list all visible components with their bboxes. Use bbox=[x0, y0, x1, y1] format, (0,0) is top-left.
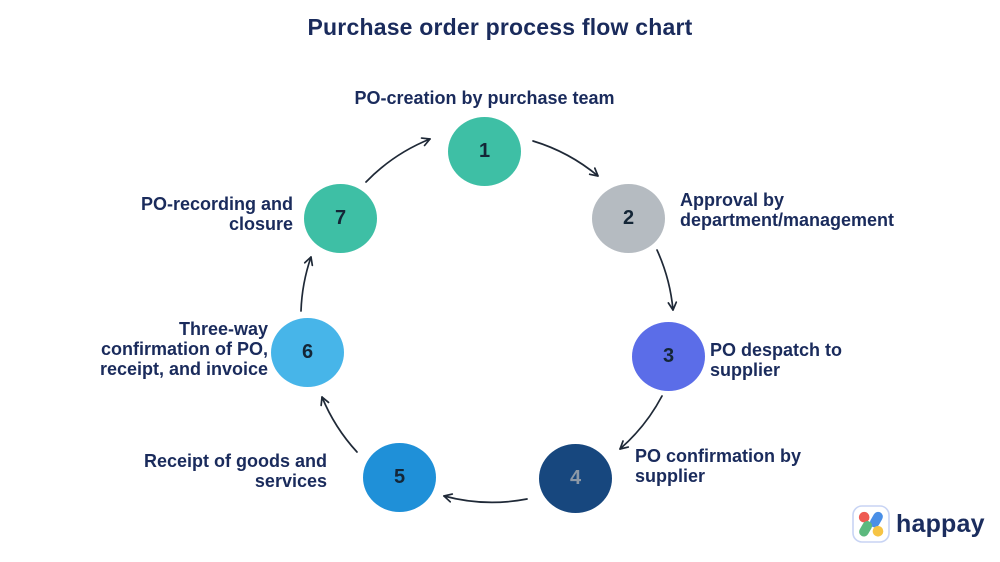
step-number-4: 4 bbox=[569, 467, 582, 489]
step-number-7: 7 bbox=[334, 207, 347, 229]
step-number-3: 3 bbox=[662, 345, 675, 367]
arrow-2-to-3 bbox=[656, 249, 678, 311]
arrow-7-to-1 bbox=[365, 137, 431, 183]
step-node-1: 1 bbox=[448, 117, 521, 186]
step-number-2: 2 bbox=[622, 207, 635, 229]
step-number-6: 6 bbox=[301, 341, 314, 363]
arrow-4-to-5 bbox=[443, 493, 528, 504]
step-label-2: Approval by department/management bbox=[680, 190, 895, 230]
step-node-2: 2 bbox=[592, 184, 665, 253]
arrow-1-to-2 bbox=[532, 140, 599, 177]
step-label-4: PO confirmation by supplier bbox=[635, 446, 802, 486]
step-label-5: Receipt of goods and services bbox=[143, 451, 327, 491]
happay-logo-text: happay bbox=[896, 509, 985, 538]
step-label-6: Three-way confirmation of PO, receipt, a… bbox=[99, 319, 268, 379]
step-node-6: 6 bbox=[271, 318, 344, 387]
step-label-3: PO despatch to supplier bbox=[710, 340, 843, 380]
step-node-3: 3 bbox=[632, 322, 705, 391]
page-title: Purchase order process flow chart bbox=[307, 14, 693, 40]
arrow-3-to-4 bbox=[619, 395, 663, 450]
arrow-6-to-7 bbox=[300, 256, 314, 312]
step-label-7: PO-recording and closure bbox=[140, 194, 293, 234]
arrow-5-to-6 bbox=[320, 396, 358, 453]
step-node-5: 5 bbox=[363, 443, 436, 512]
step-node-4: 4 bbox=[539, 444, 612, 513]
step-node-7: 7 bbox=[304, 184, 377, 253]
happay-logo: happay bbox=[852, 505, 985, 543]
happay-logo-icon bbox=[852, 505, 890, 543]
step-number-5: 5 bbox=[393, 466, 406, 488]
step-label-1: PO-creation by purchase team bbox=[354, 88, 615, 108]
step-number-1: 1 bbox=[478, 140, 491, 162]
